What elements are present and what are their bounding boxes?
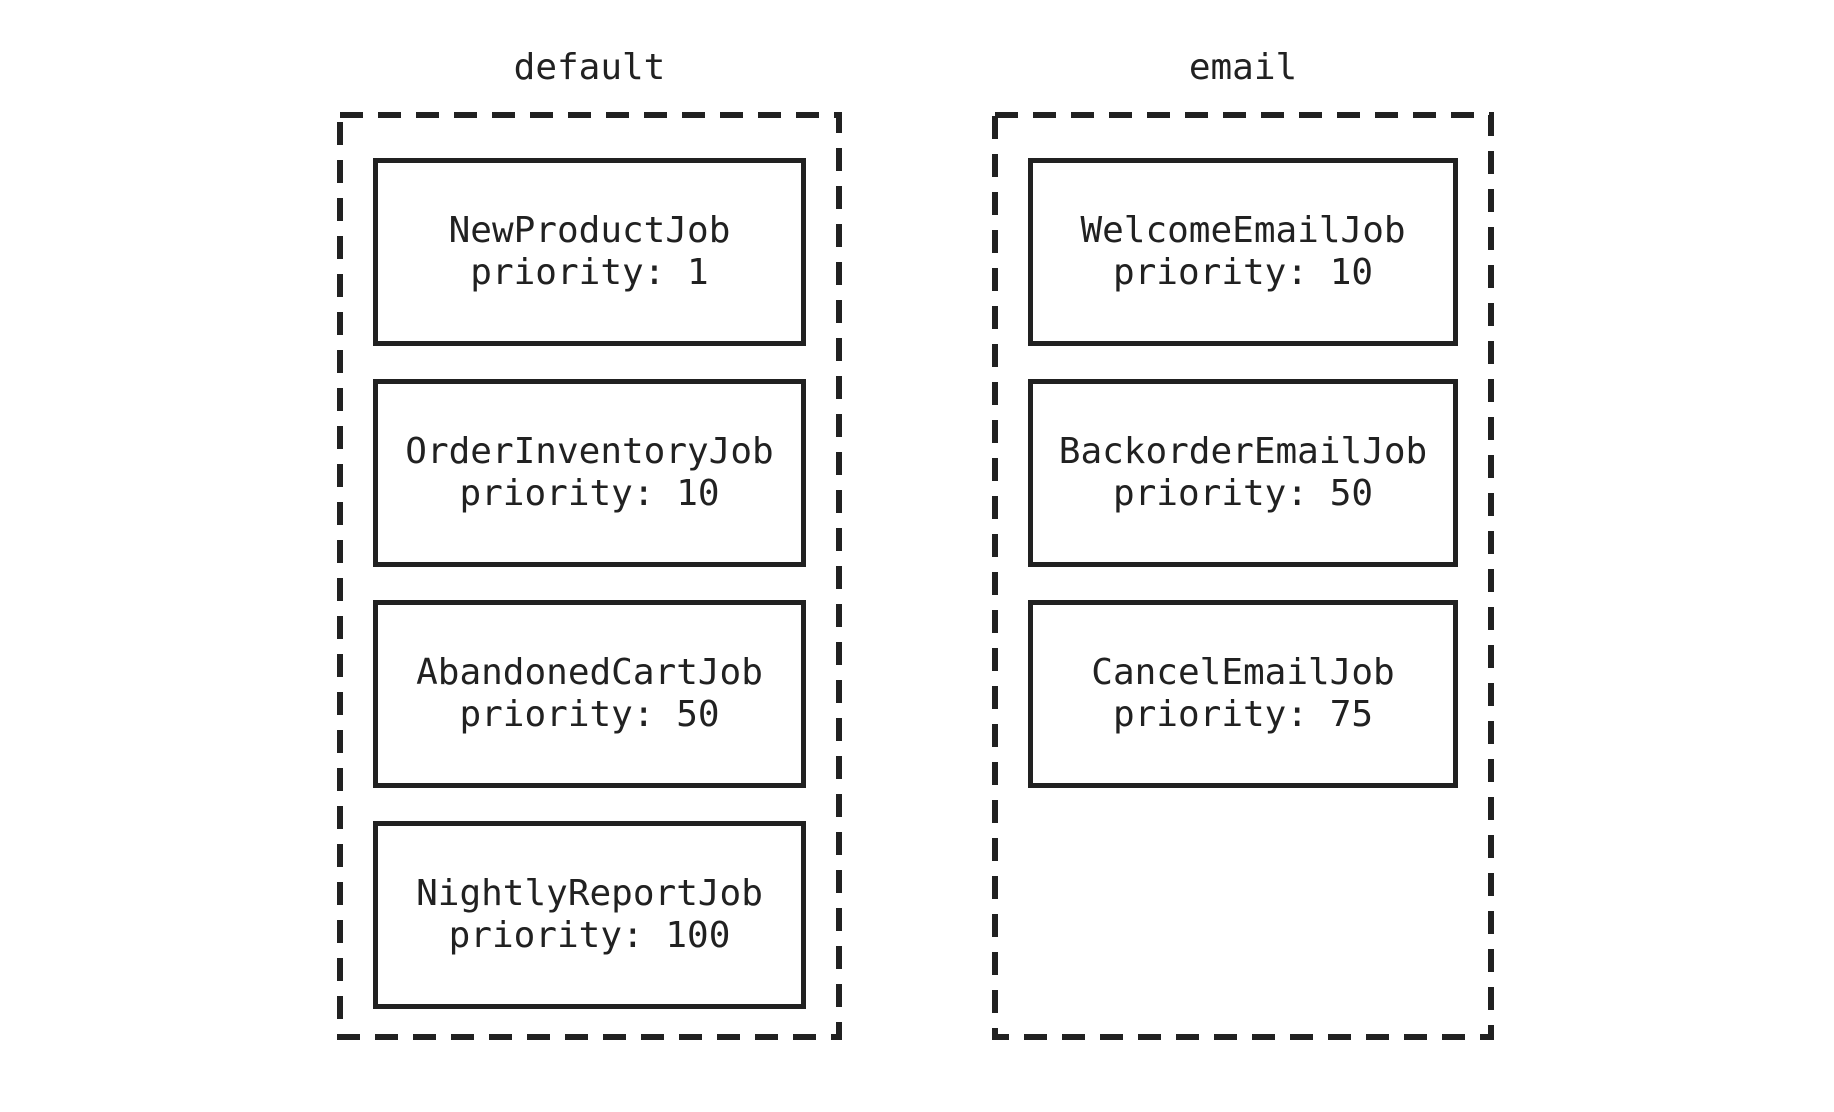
job-name: NewProductJob: [448, 210, 731, 251]
queue-frame-email: WelcomeEmailJob priority: 10 BackorderEm…: [992, 112, 1494, 1040]
queue-frame-default: NewProductJob priority: 1 OrderInventory…: [337, 112, 842, 1040]
job-box: AbandonedCartJob priority: 50: [373, 600, 806, 788]
job-name: CancelEmailJob: [1091, 652, 1395, 693]
job-priority: priority: 100: [448, 915, 731, 956]
job-name: WelcomeEmailJob: [1080, 210, 1406, 251]
job-priority: priority: 50: [1112, 473, 1374, 514]
job-box: BackorderEmailJob priority: 50: [1028, 379, 1458, 567]
queue-label-email: email: [1188, 47, 1298, 88]
job-priority: priority: 10: [1112, 252, 1374, 293]
job-priority: priority: 50: [459, 694, 720, 735]
job-box: CancelEmailJob priority: 75: [1028, 600, 1458, 788]
job-name: OrderInventoryJob: [405, 431, 774, 472]
job-box: NightlyReportJob priority: 100: [373, 821, 806, 1009]
queue-label-default: default: [513, 47, 666, 88]
job-priority: priority: 75: [1112, 694, 1374, 735]
dashed-border: [337, 112, 842, 1040]
job-box: WelcomeEmailJob priority: 10: [1028, 158, 1458, 346]
job-priority: priority: 1: [470, 252, 709, 293]
job-list-default: NewProductJob priority: 1 OrderInventory…: [343, 118, 836, 1034]
job-box: OrderInventoryJob priority: 10: [373, 379, 806, 567]
job-priority: priority: 10: [459, 473, 720, 514]
job-name: BackorderEmailJob: [1058, 431, 1428, 472]
job-name: AbandonedCartJob: [416, 652, 763, 693]
dashed-border: [992, 112, 1494, 1040]
job-name: NightlyReportJob: [416, 873, 763, 914]
job-list-email: WelcomeEmailJob priority: 10 BackorderEm…: [998, 118, 1488, 1034]
job-box: NewProductJob priority: 1: [373, 158, 806, 346]
